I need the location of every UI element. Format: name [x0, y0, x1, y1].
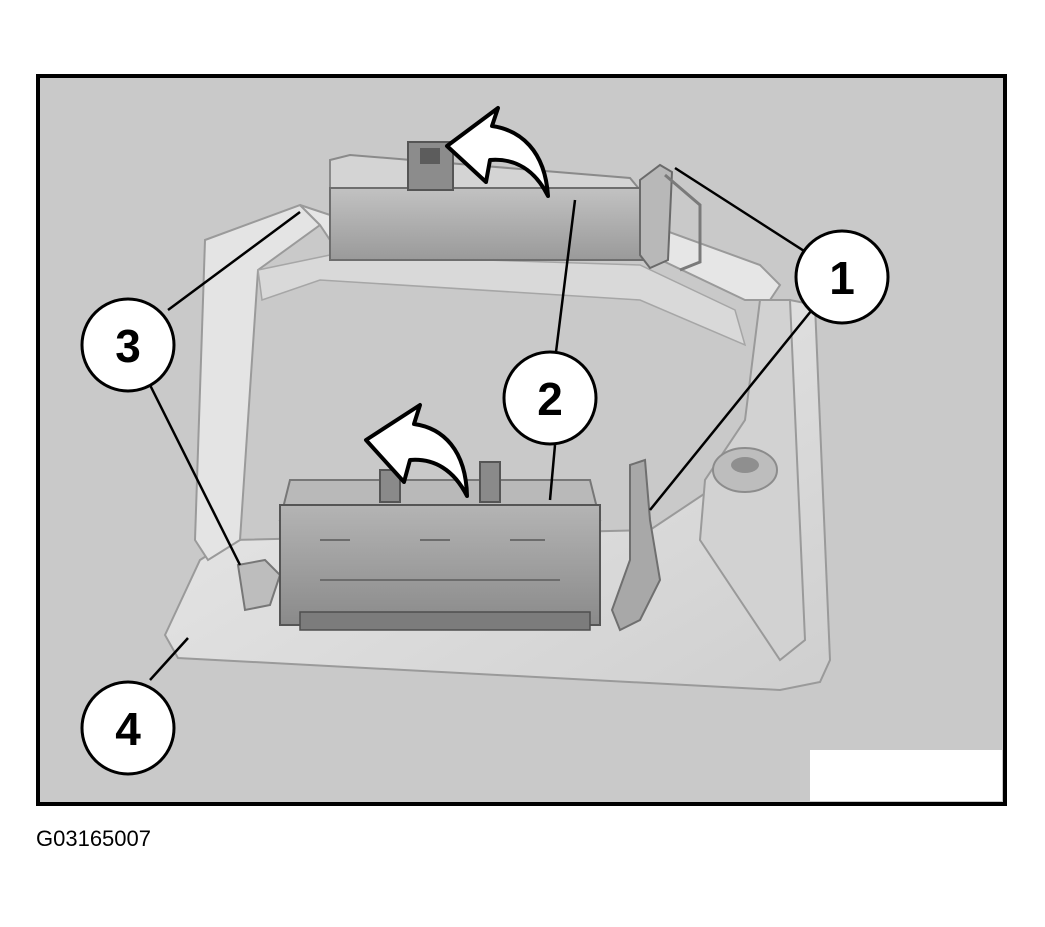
lower-connector-right	[479, 461, 501, 503]
leader-line-2b	[548, 444, 557, 501]
removal-arrow-lower	[364, 403, 469, 498]
mount-boss-hole	[731, 457, 759, 473]
callout-circle	[80, 680, 176, 776]
right-clip-tab	[610, 458, 662, 632]
leader-lines	[148, 166, 821, 681]
callout-3: 3	[80, 297, 176, 393]
removal-arrow-upper	[445, 106, 550, 198]
lower-connector-left	[379, 469, 401, 503]
leader-line-1b	[649, 299, 821, 511]
lower-module-base-strip	[299, 611, 591, 631]
callout-label-3: 3	[115, 320, 141, 372]
callout-circle	[502, 350, 598, 446]
upper-latch-spring	[664, 173, 702, 272]
callout-1: 1	[794, 229, 890, 325]
figure-code: G03165007	[36, 826, 151, 851]
curved-arrow-icon	[445, 106, 550, 198]
callout-label-4: 4	[115, 703, 141, 755]
white-corner-patch	[810, 750, 1002, 801]
leader-line-3b	[148, 384, 242, 566]
lower-module	[278, 461, 602, 631]
leader-line-4	[149, 637, 189, 681]
callout-label-2: 2	[537, 373, 563, 425]
leader-line-3a	[167, 210, 301, 312]
callout-circle	[794, 229, 890, 325]
upper-module-body	[329, 187, 646, 261]
callout-label-1: 1	[829, 252, 855, 304]
curved-arrow-icon	[364, 403, 469, 498]
callout-circle	[80, 297, 176, 393]
lower-module-body	[279, 504, 601, 626]
upper-connector-pin	[420, 148, 440, 164]
callout-4: 4	[80, 680, 176, 776]
upper-right-latch	[639, 163, 674, 270]
leader-line-2a	[553, 199, 577, 361]
left-clip-tab	[236, 558, 282, 612]
callout-2: 2	[502, 350, 598, 446]
leader-line-1a	[674, 166, 816, 260]
lower-module-ribs	[320, 539, 560, 581]
